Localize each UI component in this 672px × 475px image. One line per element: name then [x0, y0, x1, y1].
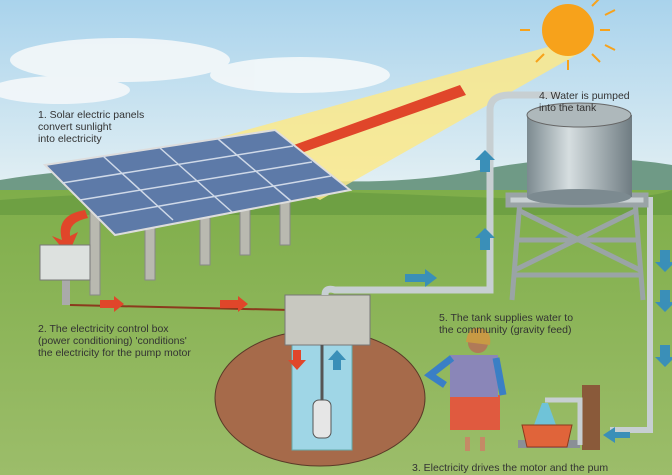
step2-line: the electricity for the pump motor [38, 347, 191, 359]
step4-label: 4. Water is pumped into the tank [539, 90, 630, 114]
step1-line: into electricity [38, 133, 102, 145]
sun-icon [520, 0, 616, 70]
step3-label: 3. Electricity drives the motor and the … [412, 462, 608, 474]
water-pipe [321, 91, 560, 296]
step1-line: 1. Solar electric panels [38, 109, 145, 121]
woman-figure [424, 327, 507, 451]
step1-label: 1. Solar electric panels convert sunligh… [38, 109, 144, 145]
down-arrow-icon [288, 350, 306, 370]
submersible-pump [312, 399, 332, 439]
step3-line: 3. Electricity drives the motor and the … [412, 462, 609, 474]
step1-line: convert sunlight [38, 121, 112, 133]
pump-housing [284, 294, 371, 346]
pipe-flow-arrow-icons [405, 150, 672, 443]
step5-label: 5. The tank supplies water to the commun… [439, 312, 573, 336]
cable-arrow-icons [100, 296, 248, 312]
step5-line: 5. The tank supplies water to [439, 312, 574, 324]
water-tap-and-bucket [518, 385, 600, 450]
control-box [39, 244, 91, 305]
clouds [0, 38, 390, 104]
step4-line: into the tank [539, 102, 597, 114]
water-tank [526, 102, 632, 205]
solar-panels [42, 128, 353, 296]
step5-line: the community (gravity feed) [439, 324, 572, 336]
sunlight-arrow-icon [250, 85, 466, 168]
step4-line: 4. Water is pumped [539, 90, 630, 102]
panel-to-box-arrow-icon [52, 210, 88, 255]
step2-label: 2. The electricity control box (power co… [38, 323, 191, 359]
step2-line: 2. The electricity control box [38, 323, 169, 335]
step2-line: (power conditioning) 'conditions' [38, 335, 187, 347]
up-arrow-icon [328, 350, 346, 370]
